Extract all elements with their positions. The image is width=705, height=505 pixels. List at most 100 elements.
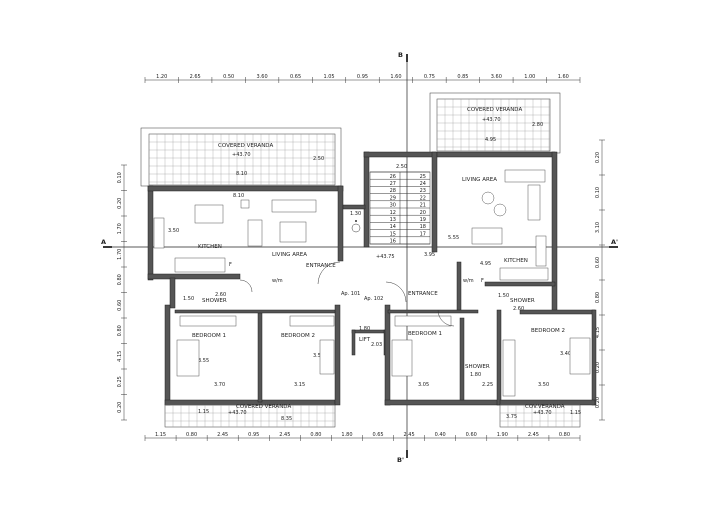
shower-right-top-label: SHOWER (510, 298, 535, 304)
right-dim-6: 0.20 (595, 362, 601, 373)
wardrobe-left-1 (179, 315, 237, 327)
right-dim-5: 4.15 (595, 327, 601, 338)
sofa-left (271, 199, 317, 213)
armchair-left (247, 219, 263, 247)
bedroom2-right-width: 3.50 (538, 382, 549, 388)
left-dim-2: 1.70 (117, 223, 123, 234)
right-dim-7: 0.20 (595, 397, 601, 408)
lift-height: 2.03 (371, 342, 382, 348)
bottom-dim-13: 0.80 (559, 432, 570, 438)
section-line-a: A A' (101, 238, 618, 248)
f-left: F (229, 262, 232, 268)
apartment-101: 8.10 3.50 KITCHEN LIVING AREA ENTRANCE S… (153, 193, 360, 304)
bedroom2-left-label: BEDROOM 2 (281, 333, 315, 339)
living-right-label: LIVING AREA (462, 177, 497, 183)
shower-right-bottom-label: SHOWER (465, 364, 490, 370)
left-dim-4: 0.80 (117, 274, 123, 285)
f-right: F (481, 278, 484, 284)
stair-step-right-6: 19 (420, 217, 426, 223)
dining-table-left (194, 204, 224, 224)
kitchen-right-label: KITCHEN (504, 258, 528, 264)
wardrobe-right-1 (394, 315, 452, 327)
right-dim-0: 0.20 (595, 152, 601, 163)
plant-left (240, 199, 250, 209)
stair-step-left-5: 12 (390, 210, 396, 216)
veranda-bottom-height: 1.15 (198, 409, 209, 415)
stair-step-left-6: 13 (390, 217, 396, 223)
bed-right-1 (391, 339, 413, 377)
bottom-dim-3: 0.95 (248, 432, 259, 438)
top-dim-10: 3.60 (491, 74, 502, 80)
stair-level: +43.75 (376, 254, 395, 260)
stair-step-right-1: 24 (420, 181, 426, 187)
bedroom2-left-width: 3.15 (294, 382, 305, 388)
armchair-right (527, 184, 541, 221)
bottom-dim-5: 0.80 (310, 432, 321, 438)
apartment-102-label: Ap. 102 (364, 296, 383, 302)
veranda-top-left: COVERED VERANDA +43.70 8.10 2.50 (140, 127, 342, 187)
shower-left-label: SHOWER (202, 298, 227, 304)
sofa-right (504, 169, 546, 183)
top-dim-2: 0.50 (223, 74, 234, 80)
lift-width: 1.80 (359, 326, 370, 332)
section-label-b-top: B (398, 51, 403, 59)
stair-step-right-8: 17 (420, 231, 426, 237)
left-dimension-chain: 0.100.201.701.700.800.600.804.150.250.20 (117, 164, 127, 421)
stair-step-right-5: 20 (420, 210, 426, 216)
top-dim-6: 0.95 (357, 74, 368, 80)
stair-step-left-3: 29 (390, 195, 396, 201)
level-bottom-right: +43.70 (533, 410, 552, 416)
entrance-left-label: ENTRANCE (306, 263, 336, 269)
bottom-dim-9: 0.40 (435, 432, 446, 438)
kitchen-counter-left (153, 217, 165, 249)
stair-step-left-0: 26 (390, 174, 396, 180)
stair-step-left-4: 30 (390, 203, 396, 209)
wheelchair-icon (351, 220, 361, 233)
veranda-bottom-width: 8.35 (281, 416, 292, 422)
kitchen-left-height: 3.50 (168, 228, 179, 234)
apartment-101-label: Ap. 101 (341, 291, 360, 297)
stair-step-right-2: 23 (420, 188, 426, 194)
level-top-left: +43.70 (232, 152, 251, 158)
doors (239, 261, 455, 327)
bottom-dim-10: 0.60 (466, 432, 477, 438)
veranda-top-right-label: COVERED VERANDA (467, 107, 522, 113)
stair-step-left-1: 27 (390, 181, 396, 187)
right-dim-4: 0.80 (595, 292, 601, 303)
bottom-dim-12: 2.45 (528, 432, 539, 438)
bottom-dim-11: 1.90 (497, 432, 508, 438)
bottom-dim-2: 2.45 (217, 432, 228, 438)
left-dim-3: 1.70 (117, 249, 123, 260)
wm-left: w/m (272, 278, 283, 284)
level-bottom: +43.70 (228, 410, 247, 416)
living-left-label: LIVING AREA (272, 252, 307, 258)
veranda-br-height: 1.15 (570, 410, 581, 416)
left-dim-7: 4.15 (117, 351, 123, 362)
section-label-a-right: A' (611, 238, 618, 246)
top-dim-1: 2.65 (190, 74, 201, 80)
top-dim-8: 0.75 (424, 74, 435, 80)
top-dim-4: 0.65 (290, 74, 301, 80)
building-walls (147, 151, 597, 406)
bed-left-1 (176, 339, 200, 377)
stair-step-right-7: 18 (420, 224, 426, 230)
shower-right-width: 2.60 (513, 306, 524, 312)
veranda-right-height: 2.80 (532, 122, 543, 128)
shower-rb-width: 1.80 (470, 372, 481, 378)
stair-step-right-4: 21 (420, 203, 426, 209)
wm-right: w/m (463, 278, 474, 284)
top-dim-3: 3.60 (257, 74, 268, 80)
left-dim-1: 0.20 (117, 198, 123, 209)
bedroom2-left-height: 3.55 (313, 353, 324, 359)
bottom-dim-8: 2.45 (404, 432, 415, 438)
stair-step-right-3: 22 (420, 195, 426, 201)
dining-table-right (471, 227, 503, 245)
veranda-br-width: 3.75 (506, 414, 517, 420)
right-dim-2: 3.10 (595, 222, 601, 233)
apartment-102: LIVING AREA 5.55 4.95 KITCHEN ENTRANCE A… (364, 169, 549, 312)
veranda-bottom-right-label: COV.VERANDA (525, 404, 565, 410)
living-right-width: 4.95 (480, 261, 491, 267)
bottom-dim-6: 1.80 (341, 432, 352, 438)
top-dim-9: 0.85 (457, 74, 468, 80)
